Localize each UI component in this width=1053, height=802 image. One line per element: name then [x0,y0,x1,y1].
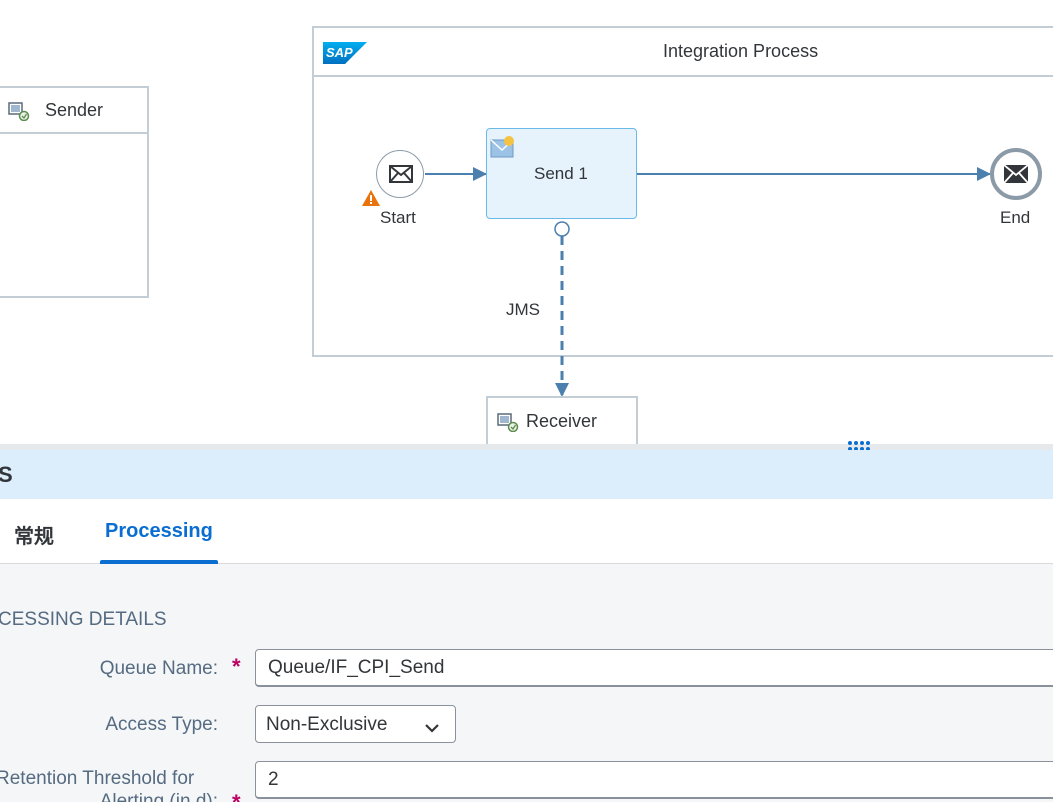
processing-form: CESSING DETAILS Queue Name: * Access Typ… [0,564,1053,802]
system-icon [497,412,519,433]
tab-general[interactable]: 常规 [14,526,54,548]
chevron-down-icon [424,718,440,740]
queue-name-input[interactable] [255,649,1053,687]
active-tab-indicator [100,560,218,564]
sender-header [0,88,147,134]
send-message-icon [490,135,516,159]
tab-processing[interactable]: Processing [105,520,213,542]
integration-process-header [314,28,1053,77]
tab-bar [0,499,1053,564]
retention-label-line2: Alerting (in d): [99,791,218,802]
flow-connectors [425,167,991,397]
svg-text:SAP: SAP [326,45,353,60]
envelope-icon [389,165,413,188]
sender-label: Sender [45,100,104,120]
section-title: CESSING DETAILS [0,609,167,630]
properties-panel-header [0,450,1053,499]
access-type-select[interactable]: Non-Exclusive [255,705,456,743]
start-event-label: Start [380,208,416,227]
system-icon [8,101,30,122]
start-event[interactable] [376,150,424,198]
jms-connection-label[interactable]: JMS [506,300,540,319]
access-type-value: Non-Exclusive [266,714,388,735]
integration-flow-canvas[interactable]: Sender SAP Integration Process [0,0,1053,446]
retention-threshold-input[interactable] [255,761,1053,799]
required-indicator: * [232,790,241,802]
retention-label-line1: Retention Threshold for [0,768,195,789]
integration-process-title: Integration Process [663,41,819,61]
sap-logo: SAP [323,42,367,64]
message-flow-origin [554,221,570,237]
access-type-label: Access Type: [105,714,218,735]
receiver-label: Receiver [526,411,598,431]
panel-splitter[interactable] [0,444,1053,450]
send-step-label: Send 1 [534,164,588,183]
integration-process-pool[interactable] [312,26,1053,357]
receiver-participant[interactable] [486,396,638,446]
end-event-label: End [1000,208,1031,227]
sender-participant[interactable] [0,86,149,298]
queue-name-label: Queue Name: [99,658,218,679]
properties-panel-title: S [0,462,13,487]
warning-icon[interactable] [361,189,381,207]
envelope-filled-icon [1003,164,1029,188]
required-indicator: * [232,654,241,679]
end-event[interactable] [990,148,1042,200]
